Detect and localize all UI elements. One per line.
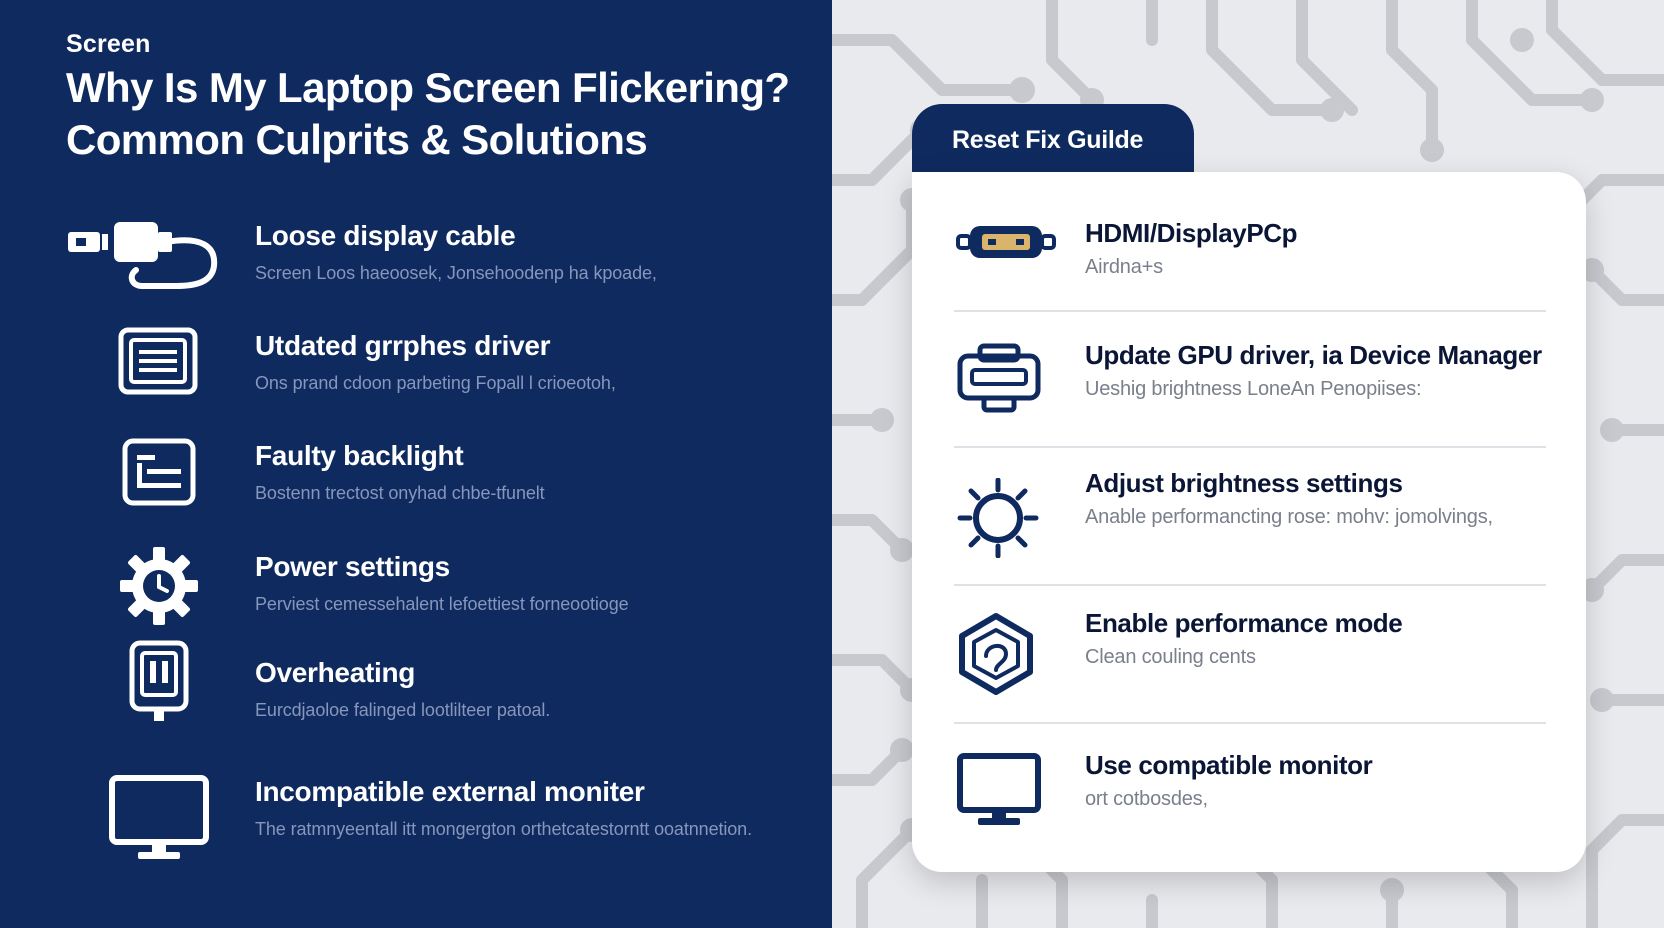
monitor-icon xyxy=(956,752,1042,828)
hdmi-icon xyxy=(956,222,1056,262)
fix-desc: Clean couling cents xyxy=(1085,646,1256,668)
culprit-desc: Ons prand cdoon parbeting Fopall l crioe… xyxy=(255,373,616,393)
tab-fix-guide[interactable]: Reset Fix Guilde xyxy=(912,104,1194,176)
fix-desc: Airdna+s xyxy=(1085,256,1163,278)
fix-item-performance: Enable performance mode Clean couling ce… xyxy=(912,586,1586,724)
culprit-desc: Eurcdjaoloe falinged lootlilteer patoal. xyxy=(255,700,551,720)
divider xyxy=(954,584,1546,586)
fix-desc: ort cotbosdes, xyxy=(1085,788,1208,810)
divider xyxy=(954,310,1546,312)
culprit-title: Overheating xyxy=(255,657,416,688)
culprit-desc: The ratmnyeentall itt mongergton orthetc… xyxy=(255,819,752,839)
page-title: Why Is My Laptop Screen Flickering? Comm… xyxy=(66,62,806,166)
gpu-icon xyxy=(956,342,1042,414)
divider xyxy=(954,722,1546,724)
culprit-item-overheating: Overheating Eurcdjaoloe falinged lootlil… xyxy=(0,640,832,757)
culprit-item-driver: Utdated grrphes driver Ons prand cdoon p… xyxy=(0,327,832,430)
fix-item-hdmi: HDMI/DisplayPCp Airdna+s xyxy=(912,172,1586,312)
culprit-title: Incompatible external moniter xyxy=(255,776,645,807)
shield-icon xyxy=(956,612,1036,696)
fix-item-gpu-driver: Update GPU driver, ia Device Manager Ues… xyxy=(912,312,1586,448)
fix-title: Adjust brightness settings xyxy=(1085,468,1403,498)
culprit-item-monitor: Incompatible external moniter The ratmny… xyxy=(0,774,832,876)
cable-icon xyxy=(66,216,221,290)
culprit-item-power: Power settings Perviest cemessehalent le… xyxy=(0,547,832,651)
eyebrow-label: Screen xyxy=(66,30,151,58)
fix-title: Update GPU driver, ia Device Manager xyxy=(1085,340,1542,370)
title-line-2: Common Culprits & Solutions xyxy=(66,116,648,163)
fix-title: Enable performance mode xyxy=(1085,608,1403,638)
fix-guide-card: HDMI/DisplayPCp Airdna+s Update GPU driv… xyxy=(912,172,1586,872)
divider xyxy=(954,446,1546,448)
fix-title: Use compatible monitor xyxy=(1085,750,1373,780)
overheat-icon xyxy=(128,639,190,723)
fix-title: HDMI/DisplayPCp xyxy=(1085,218,1298,248)
circuit-background xyxy=(832,0,1664,928)
culprit-title: Faulty backlight xyxy=(255,440,464,471)
culprit-title: Power settings xyxy=(255,551,450,582)
culprit-item-cable: Loose display cable Screen Loos haeoosek… xyxy=(0,220,832,320)
culprit-desc: Perviest cemessehalent lefoettiest forne… xyxy=(255,594,629,614)
culprit-title: Utdated grrphes driver xyxy=(255,330,551,361)
culprit-desc: Bostenn trectost onyhad chbe-tfunelt xyxy=(255,483,545,503)
power-gear-icon xyxy=(118,545,200,627)
brightness-icon xyxy=(956,478,1040,558)
culprit-item-backlight: Faulty backlight Bostenn trectost onyhad… xyxy=(0,437,832,540)
fix-desc: Ueshig brightness LoneAn Penopiises: xyxy=(1085,378,1422,400)
fix-item-brightness: Adjust brightness settings Anable perfor… xyxy=(912,448,1586,586)
fix-desc: Anable performancting rose: mohv: jomolv… xyxy=(1085,506,1493,528)
culprits-panel: Screen Why Is My Laptop Screen Flickerin… xyxy=(0,0,832,928)
driver-icon xyxy=(117,326,199,396)
fix-item-monitor: Use compatible monitor ort cotbosdes, xyxy=(912,724,1586,872)
title-line-1: Why Is My Laptop Screen Flickering? xyxy=(66,64,790,111)
backlight-icon xyxy=(121,437,197,507)
culprit-title: Loose display cable xyxy=(255,220,516,251)
culprit-desc: Screen Loos haeoosek, Jonsehoodenp ha kp… xyxy=(255,263,657,283)
monitor-icon xyxy=(108,774,210,862)
